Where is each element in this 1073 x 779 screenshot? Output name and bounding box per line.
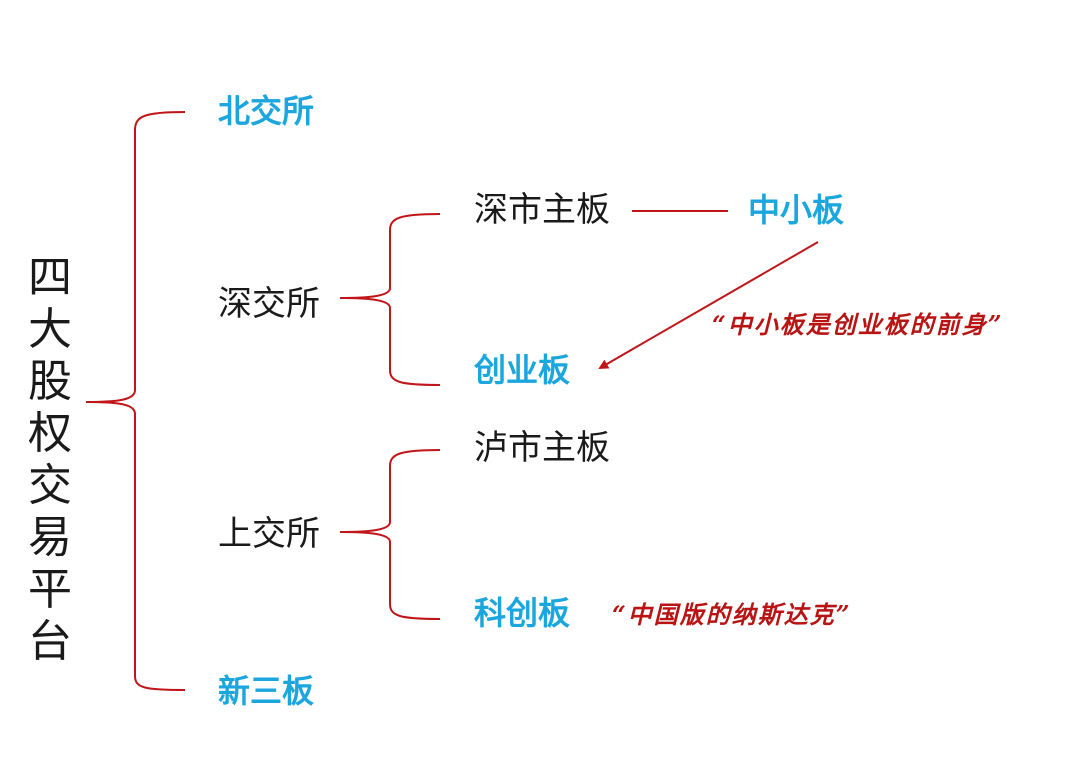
szse-bracket (339, 213, 441, 386)
root-title-char: 易 (28, 512, 72, 563)
node-bjs: 北交所 (218, 92, 315, 130)
root-title-char: 权 (28, 408, 72, 459)
sme-to-chinext-arrow (598, 241, 819, 370)
node-sme-board: 中小板 (748, 191, 845, 229)
node-neeq: 新三板 (218, 672, 315, 710)
root-title-char: 交 (28, 460, 72, 511)
sse-bracket (339, 449, 441, 620)
root-title-char: 平 (28, 564, 72, 615)
star-annotation: “中国版的纳斯达克” (612, 600, 852, 629)
node-szse: 深交所 (218, 284, 320, 324)
node-star-board: 科创板 (474, 594, 571, 632)
root-title-char: 大 (28, 304, 72, 355)
sme-annotation: “中小板是创业板的前身” (712, 310, 1004, 339)
node-sh-main-board: 泸市主板 (474, 428, 610, 468)
root-title-char: 台 (28, 616, 72, 667)
root-title-char: 股 (28, 356, 72, 407)
node-sz-main-board: 深市主板 (474, 190, 610, 230)
root-title: 四 大 股 权 交 易 平 台 (26, 252, 74, 668)
root-title-char: 四 (28, 252, 72, 303)
node-sse: 上交所 (218, 514, 320, 554)
node-chinext-board: 创业板 (474, 351, 571, 389)
root-bracket (85, 111, 186, 691)
